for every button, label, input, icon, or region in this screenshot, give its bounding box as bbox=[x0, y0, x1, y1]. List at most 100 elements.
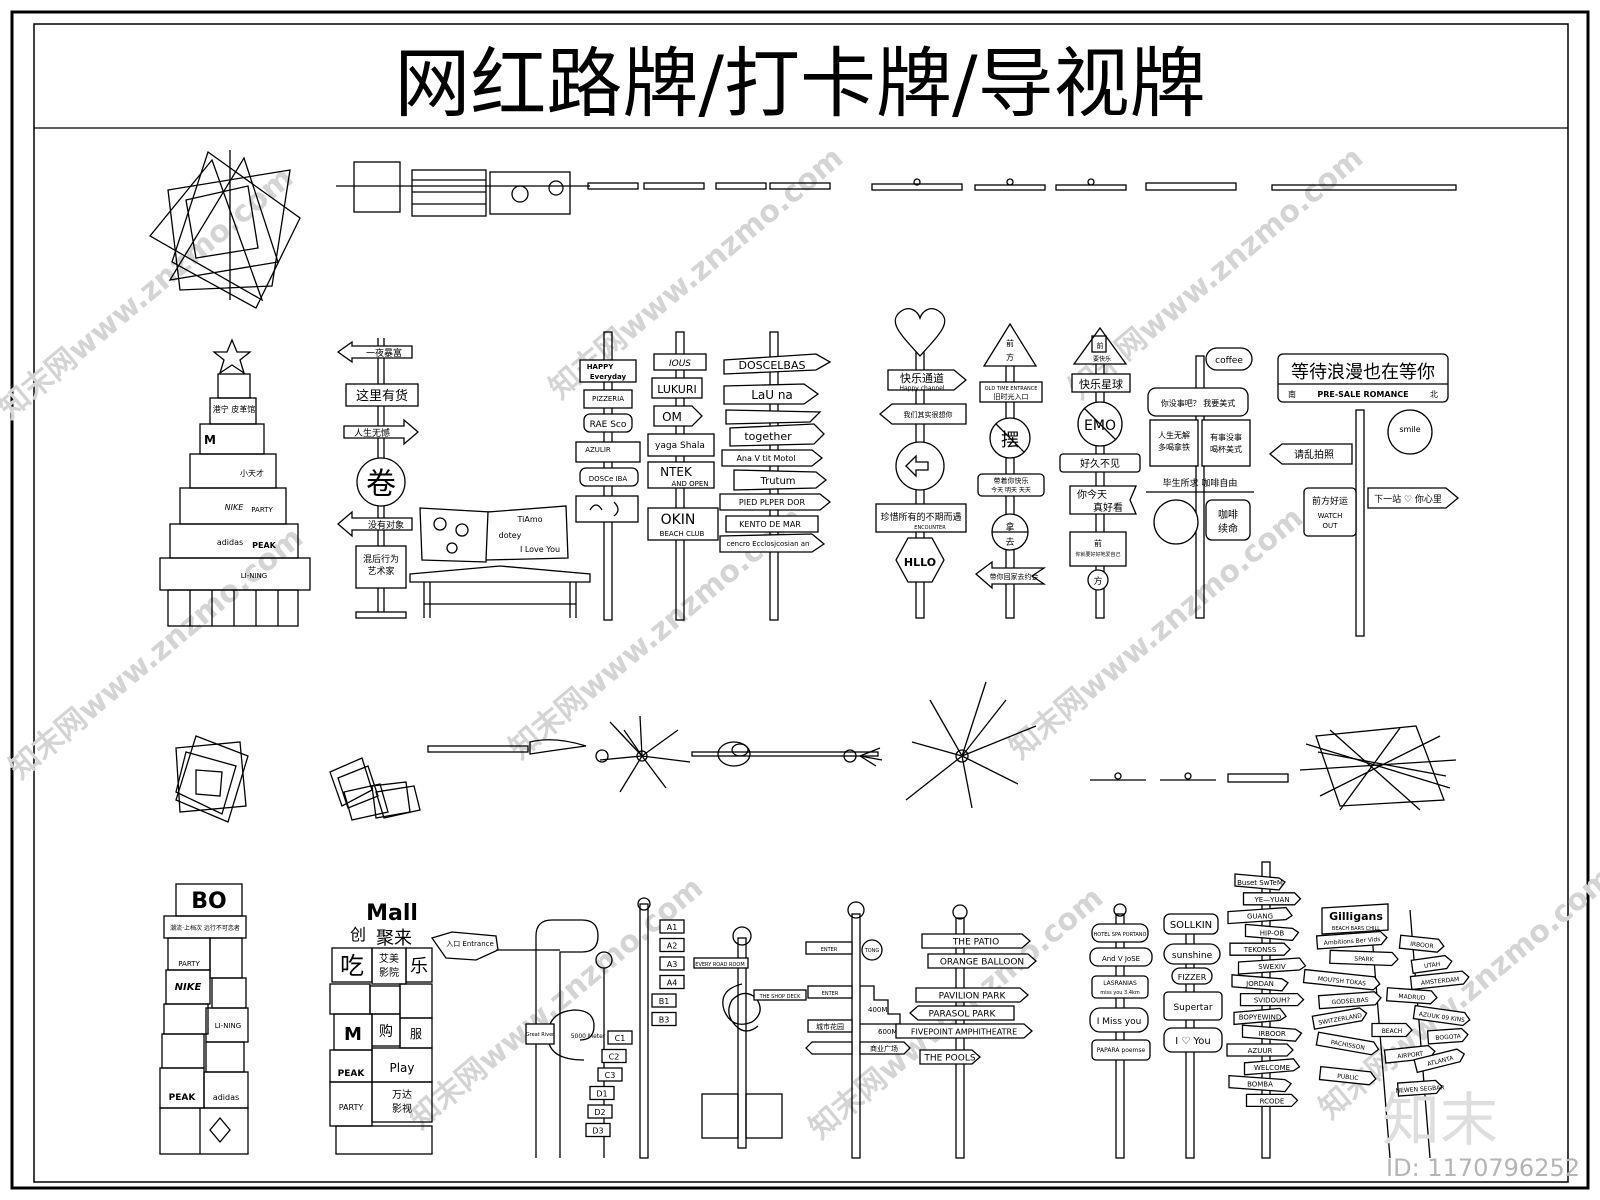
tall-pole-sign bbox=[1233, 1007, 1287, 1026]
sign-text: 艾美 bbox=[379, 952, 399, 965]
sign-text: 潮流·上档次 远行不可恋者 bbox=[170, 924, 240, 932]
sign-text: ORANGE BALLOON bbox=[940, 958, 1024, 968]
tall-pole-sign bbox=[1229, 942, 1291, 956]
sign-text: 方 bbox=[1006, 352, 1014, 362]
sign-text: 等待浪漫也在等你 bbox=[1291, 362, 1435, 383]
signpost-happy-planet: 前 要快乐 快乐星球 EMO 好久不见 你今天 真好看 你就要好好地爱自己 前 … bbox=[1059, 326, 1141, 619]
sign-text: 快乐通道 bbox=[900, 371, 944, 385]
sign-text: 有事没事 bbox=[1210, 432, 1242, 442]
box-label: PARTY bbox=[251, 506, 273, 514]
signpost-old-time-entrance: 前 方 OLD TIME ENTRANCE 旧时光入口 摆 带着你快乐 今天 明… bbox=[974, 322, 1047, 619]
sign-text: LASRANIAS bbox=[1103, 980, 1137, 987]
sign-text: 北 bbox=[1430, 390, 1438, 399]
sign-text: 服 bbox=[410, 1027, 422, 1041]
tall-pole-sign bbox=[1244, 923, 1300, 942]
id-label: ID: 1170796252 bbox=[1386, 1154, 1580, 1182]
plan-sign-bars-left bbox=[336, 161, 831, 217]
sign-text: 影视 bbox=[392, 1102, 412, 1115]
sign-text: GODSELBAS bbox=[1331, 997, 1369, 1007]
box-label: PEAK bbox=[252, 541, 277, 550]
sign-text: sunshine bbox=[1172, 951, 1213, 961]
sign-text: UTAH bbox=[1424, 961, 1441, 970]
tall-pole-sign bbox=[1231, 974, 1289, 992]
plan-knot bbox=[691, 741, 883, 767]
plan-starburst-1 bbox=[599, 715, 691, 793]
sign-text: NEWEN SEGBAR bbox=[1395, 1084, 1444, 1094]
outer-border bbox=[10, 10, 1590, 1190]
gilligans-sign: Ambitions Ber Vids bbox=[1315, 930, 1388, 950]
sign-text: BOGOTA bbox=[1435, 1033, 1462, 1042]
sign-text: AZUUR bbox=[1248, 1047, 1273, 1055]
sign-text: RAE Sco bbox=[590, 420, 627, 430]
sign-text: Supertar bbox=[1173, 1003, 1212, 1013]
floor-sign bbox=[587, 1104, 613, 1119]
sign-text: M bbox=[344, 1024, 362, 1045]
gilligans-sign: MOUTSH TOKAS bbox=[1302, 968, 1381, 991]
plan-box-stack bbox=[175, 735, 249, 823]
sign-text: IOUS bbox=[669, 359, 691, 369]
sign-text: 一夜暴富 bbox=[366, 347, 402, 359]
gilligans-sign: MADRUD bbox=[1385, 987, 1438, 1005]
sign-text: EMO bbox=[1084, 418, 1116, 434]
sign-text: PIED PLPER DOR bbox=[739, 498, 806, 507]
sign-text: THE PATIO bbox=[952, 938, 999, 948]
sign-text: 下一站 ♡ 你心里 bbox=[1374, 493, 1442, 505]
sign-text: adidas bbox=[213, 1093, 239, 1102]
sign-text: 万达 bbox=[392, 1089, 412, 1101]
sign-text: BEACH CLUB bbox=[660, 530, 705, 538]
sign-text: 前 bbox=[1094, 538, 1102, 548]
inner-border bbox=[33, 23, 1569, 1183]
tall-pole-sign bbox=[1226, 1043, 1294, 1057]
sign-text: ENTER bbox=[822, 991, 839, 997]
plan-arrow-sign bbox=[427, 739, 609, 763]
sign-text: 你就要好好地爱自己 bbox=[1075, 551, 1120, 558]
sign-text: PARTY bbox=[339, 1103, 364, 1112]
floor-sign bbox=[585, 1122, 611, 1138]
sign-text: PUBLIC bbox=[1337, 1073, 1359, 1082]
sign-text: 前方好运 bbox=[1312, 495, 1348, 507]
tall-pole-sign bbox=[1242, 892, 1302, 906]
sign-text: 人生无解 bbox=[1158, 430, 1190, 440]
gilligans-sign: GODSELBAS bbox=[1317, 991, 1382, 1010]
sign-text: ENCOUNTER bbox=[914, 525, 946, 531]
box-label: adidas bbox=[217, 538, 243, 547]
floor-directory-pole bbox=[637, 897, 651, 1159]
sign-text: 600M bbox=[878, 1028, 897, 1036]
gilligans-sign: BEACH bbox=[1371, 1022, 1413, 1038]
box-label: 港宁 皮革馆 bbox=[213, 404, 256, 414]
gilligans-sign: AMSTERDAM bbox=[1409, 970, 1470, 991]
sign-text: I ♡ You bbox=[1175, 1036, 1211, 1047]
tall-pole-sign bbox=[1241, 1024, 1303, 1042]
sign-text: I Love You bbox=[520, 545, 560, 554]
sign-text: 要快乐 bbox=[1093, 355, 1111, 363]
sign-text: 混后行为 bbox=[363, 553, 399, 565]
sign-text: SPARK bbox=[1354, 956, 1375, 964]
sign-text: B1 bbox=[659, 997, 670, 1006]
sign-text: 你今天 bbox=[1077, 488, 1107, 501]
signpost-doscelbas: DOSCELBAS LaU na together Ana V tit Moto… bbox=[719, 331, 832, 621]
sign-text: 方 bbox=[1093, 575, 1102, 587]
sign-text: 续命 bbox=[1218, 522, 1238, 535]
sign-text: DOSCELBAS bbox=[739, 359, 806, 372]
sign-text: D3 bbox=[592, 1127, 603, 1136]
gilligans-sign: BOGOTA bbox=[1426, 1027, 1469, 1045]
sign-text: HOTEL SPA PORTANO bbox=[1094, 932, 1147, 938]
branded-tower-2: Mall 聚来 创 吃 艾美 影院 乐 M 购 服 PEAK Play PART… bbox=[329, 901, 433, 1155]
sign-text: 商业广场 bbox=[870, 1044, 898, 1053]
sign-text: D2 bbox=[594, 1108, 605, 1117]
floor-sign bbox=[589, 1085, 615, 1101]
gilligans-sign: NEWEN SEGBAR bbox=[1395, 1079, 1445, 1097]
tall-sign-group: Buset SwTeMYE—YUANGUANGHIP-OBTEKONSSSWEX… bbox=[1226, 873, 1307, 1108]
page-title: 网红路牌/打卡牌/导视牌 bbox=[394, 39, 1205, 128]
sign-text: 人生无憾 bbox=[354, 427, 390, 439]
sign-text: A1 bbox=[667, 923, 678, 932]
sign-text: HIP-OB bbox=[1260, 929, 1285, 937]
sign-text: 南 bbox=[1288, 389, 1296, 399]
tall-pole-sign bbox=[1243, 1058, 1301, 1076]
sign-text: PRE-SALE ROMANCE bbox=[1317, 390, 1408, 399]
sign-text: coffee bbox=[1215, 356, 1243, 366]
sign-text: Buset SwTeM bbox=[1237, 879, 1283, 887]
